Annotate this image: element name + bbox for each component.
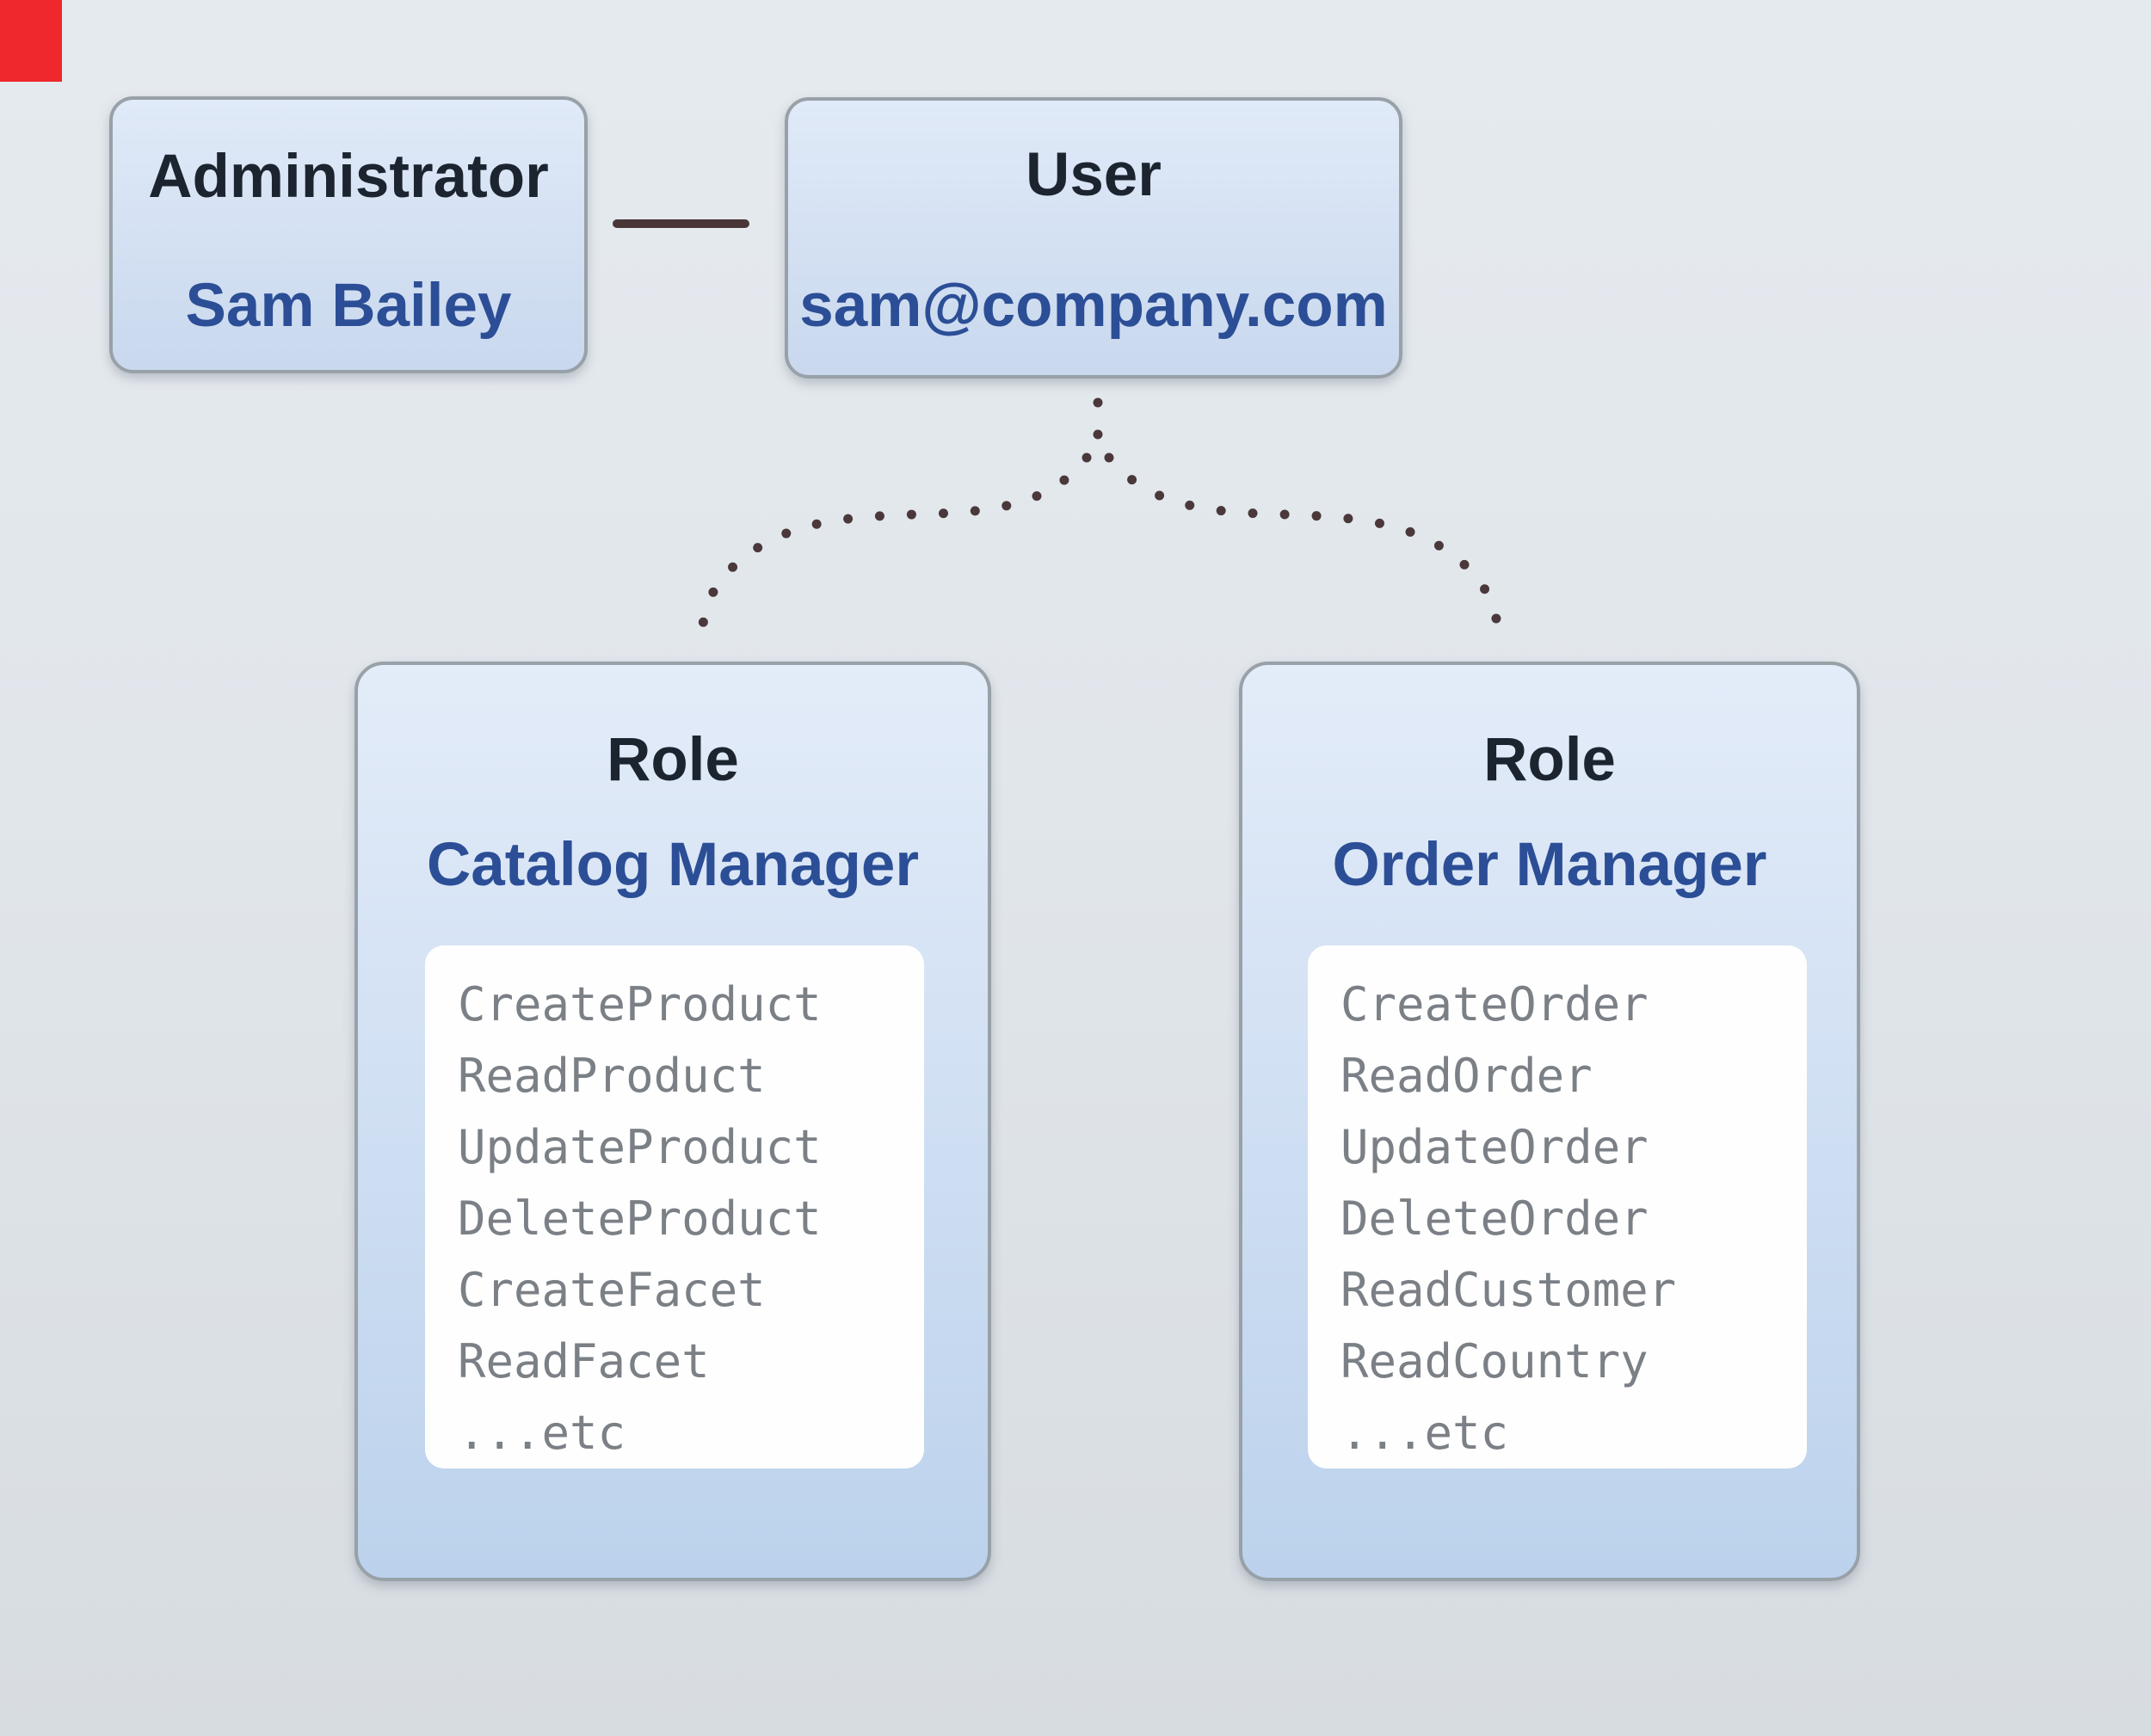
permission-item: ReadFacet xyxy=(458,1334,710,1388)
permission-item: CreateProduct xyxy=(458,977,822,1031)
dotted-edge-left-branch xyxy=(698,452,1092,631)
user-title: User xyxy=(1026,141,1162,209)
permission-item: CreateOrder xyxy=(1341,977,1649,1031)
permission-item: ReadOrder xyxy=(1341,1049,1593,1103)
permission-item: UpdateOrder xyxy=(1341,1120,1649,1174)
administrator-title: Administrator xyxy=(148,143,549,211)
permission-item: CreateFacet xyxy=(458,1263,766,1317)
user-node: User sam@company.com xyxy=(785,97,1402,379)
permission-item: ReadProduct xyxy=(458,1049,766,1103)
role-title: Role xyxy=(1483,726,1616,794)
permission-item: DeleteOrder xyxy=(1341,1191,1649,1246)
permission-item: UpdateProduct xyxy=(458,1120,822,1174)
role-name: Catalog Manager xyxy=(426,831,920,899)
user-email: sam@company.com xyxy=(799,272,1388,340)
permission-item: ReadCountry xyxy=(1341,1334,1649,1388)
role-name: Order Manager xyxy=(1332,831,1767,899)
permission-item: DeleteProduct xyxy=(458,1191,822,1246)
dotted-edge-right-branch xyxy=(1104,452,1502,631)
permission-item: ...etc xyxy=(1341,1406,1509,1460)
permission-item: ...etc xyxy=(458,1406,626,1460)
admin-user-edge xyxy=(613,219,749,228)
administrator-node: Administrator Sam Bailey xyxy=(109,96,588,373)
role-title: Role xyxy=(607,726,739,794)
permission-item: ReadCustomer xyxy=(1341,1263,1677,1317)
administrator-name: Sam Bailey xyxy=(185,272,512,340)
red-corner-marker xyxy=(0,0,62,82)
